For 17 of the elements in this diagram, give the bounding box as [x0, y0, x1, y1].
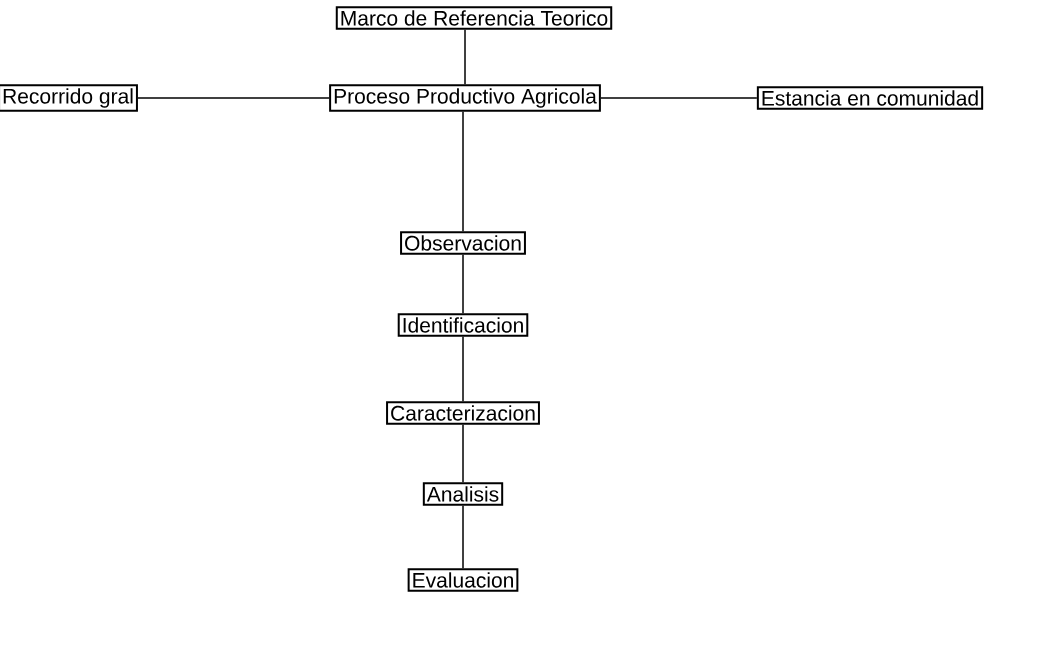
connector-line	[462, 111, 464, 233]
process-box: Analisis	[422, 482, 504, 506]
process-box: Recorrido gral	[0, 84, 138, 112]
connector-line	[462, 253, 464, 315]
connector-line	[464, 28, 466, 85]
connector-line	[137, 97, 330, 99]
process-box: Estancia en comunidad	[756, 86, 984, 110]
connector-line	[462, 504, 464, 570]
process-box: Observacion	[400, 231, 526, 255]
connector-line	[600, 97, 758, 99]
process-box: Proceso Productivo Agricola	[329, 84, 601, 112]
connector-line	[462, 335, 464, 403]
process-box: Identificacion	[397, 313, 529, 337]
process-box: Marco de Referencia Teorico	[335, 6, 613, 30]
connector-line	[462, 423, 464, 484]
process-box: Caracterizacion	[386, 401, 540, 425]
process-box: Evaluacion	[407, 568, 519, 592]
